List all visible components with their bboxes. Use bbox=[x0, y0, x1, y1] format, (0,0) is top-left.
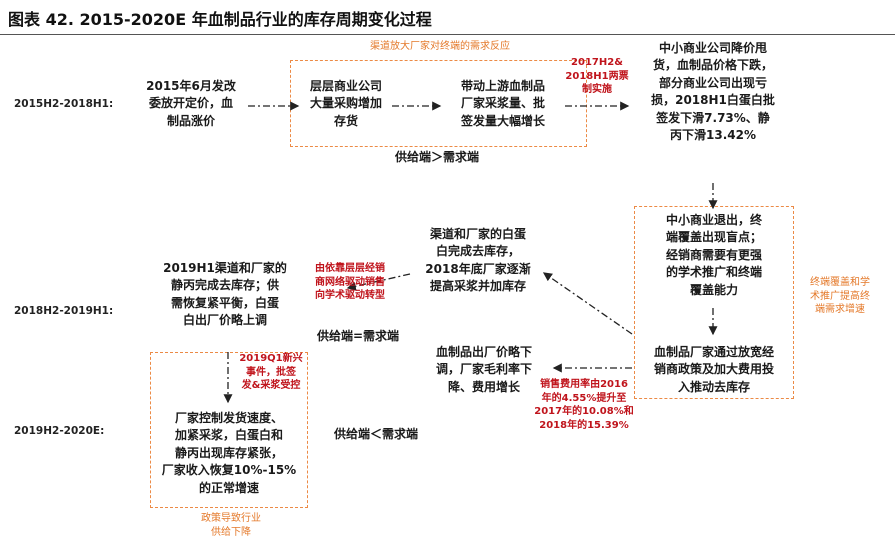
note-academic-transition: 由依靠层层经销 商网络驱动销售 向学术驱动转型 bbox=[315, 263, 385, 301]
period-label-2019-2020: 2019H2-2020E: bbox=[14, 425, 105, 437]
period-label-2015-2018: 2015H2-2018H1: bbox=[14, 98, 114, 110]
box-manufacturer-destock: 血制品厂家通过放宽经 销商政策及加大费用投 入推动去库存 bbox=[653, 345, 774, 394]
note-2019q1-event: 2019Q1新兴 事件，批签 发&采浆受控 bbox=[239, 353, 303, 391]
note-selling-expense: 销售费用率由2016 年的4.55%提升至 2017年的10.08%和 2018… bbox=[534, 379, 634, 431]
box-terminal-coverage: 中小商业退出，终 端覆盖出现盲点； 经销商需要有更强 的学术推广和终端 覆盖能力 bbox=[665, 213, 762, 297]
title-divider bbox=[0, 34, 895, 35]
box-price-deregulation: 2015年6月发改 委放开定价，血 制品涨价 bbox=[146, 79, 236, 128]
supply-demand-gt: 供给端＞需求端 bbox=[394, 150, 479, 164]
box-supply-tightness: 厂家控制发货速度、 加紧采浆，白蛋白和 静丙出现库存紧张， 厂家收入恢复10%-… bbox=[161, 411, 297, 495]
box-2019h1-balance: 2019H1渠道和厂家的 静丙完成去库存；供 需恢复紧平衡，白蛋 白出厂价略上调 bbox=[163, 261, 287, 328]
period-label-2018-2019: 2018H2-2019H1: bbox=[14, 305, 114, 317]
note-terminal-demand: 终端覆盖和学 术推广提高终 端需求增速 bbox=[810, 277, 870, 315]
note-two-invoice-policy: 2017H2& 2018H1两票 制实施 bbox=[565, 57, 629, 95]
box-price-decline: 中小商业公司降价甩 货，血制品价格下跌， 部分商业公司出现亏 损，2018H1白… bbox=[651, 41, 775, 142]
note-policy-supply-decline: 政策导致行业 供给下降 bbox=[201, 513, 261, 538]
arrow-albumin-to-2019h1 bbox=[346, 273, 411, 291]
box-albumin-destock: 渠道和厂家的白蛋 白完成去库存， 2018年底厂家逐渐 提高采浆并加库存 bbox=[425, 227, 531, 294]
page-title: 图表 42. 2015-2020E 年血制品行业的库存周期变化过程 bbox=[8, 10, 432, 29]
arrow-destock-to-albumin bbox=[542, 272, 633, 335]
supply-demand-eq: 供给端=需求端 bbox=[316, 329, 400, 343]
note-channel-amplification: 渠道放大厂家对终端的需求反应 bbox=[370, 41, 510, 52]
box-ex-factory-price: 血制品出厂价略下 调，厂家毛利率下 降、费用增长 bbox=[435, 345, 532, 394]
supply-demand-lt: 供给端＜需求端 bbox=[333, 427, 418, 441]
box-plasma-collection-growth: 带动上游血制品 厂家采浆量、批 签发量大幅增长 bbox=[460, 79, 545, 128]
dashed-group-policy bbox=[150, 352, 308, 508]
box-channel-stocking: 层层商业公司 大量采购增加 存货 bbox=[309, 79, 382, 128]
